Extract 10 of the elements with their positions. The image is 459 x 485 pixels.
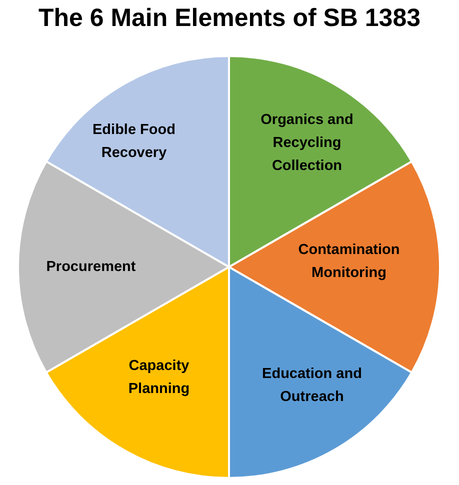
slice-label: Capacity Planning xyxy=(127,357,191,399)
slice-label: Organics and Recycling Collection xyxy=(260,110,354,176)
pie-slice xyxy=(228,266,413,479)
pie-slice xyxy=(228,55,413,268)
slice-label: Procurement xyxy=(46,258,136,276)
slice-label: Education and Outreach xyxy=(261,365,363,407)
chart-title: The 6 Main Elements of SB 1383 xyxy=(37,4,422,33)
slice-label: Edible Food Recovery xyxy=(92,121,176,163)
pie-slice xyxy=(17,160,230,374)
slice-label: Contamination Monitoring xyxy=(297,241,401,283)
